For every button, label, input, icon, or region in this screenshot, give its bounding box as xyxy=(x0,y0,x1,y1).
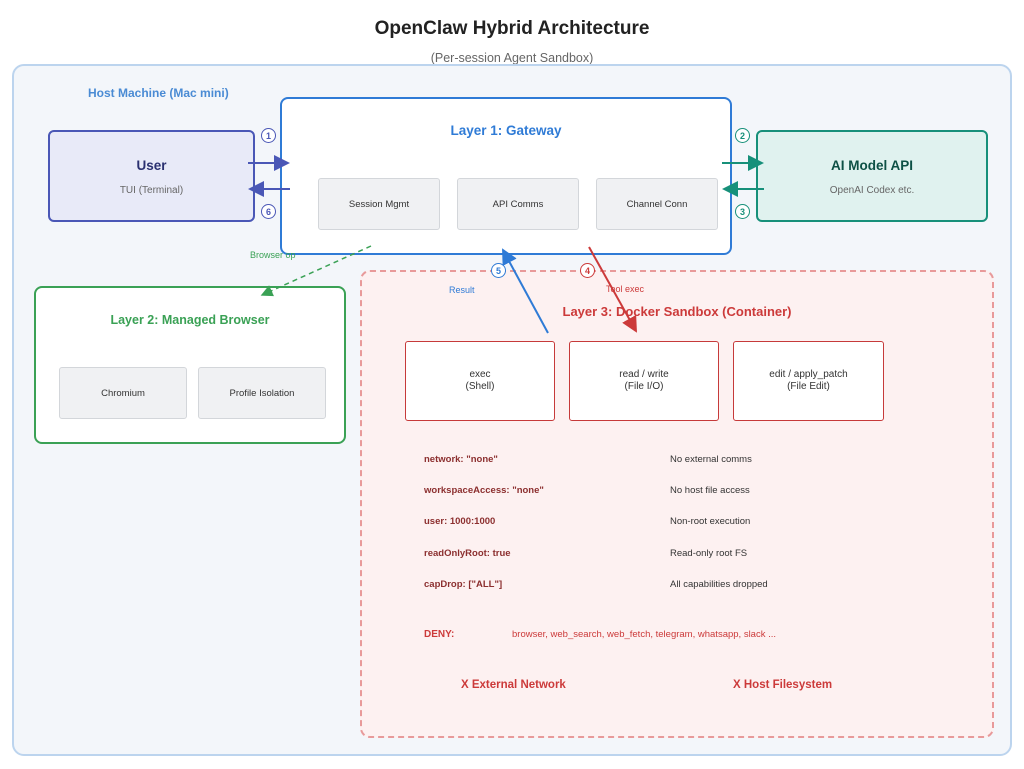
browser-module-profile-isolation: Profile Isolation xyxy=(198,367,326,419)
browser-title: Layer 2: Managed Browser xyxy=(110,313,270,327)
tool-read-write: read / write (File I/O) xyxy=(569,341,719,421)
deny-label: DENY: xyxy=(424,629,455,640)
config-key: readOnlyRoot: true xyxy=(424,548,511,559)
config-key: user: 1000:1000 xyxy=(424,516,496,527)
config-key: capDrop: ["ALL"] xyxy=(424,579,503,590)
gateway-module-channel: Channel Conn xyxy=(596,178,718,230)
config-key: workspaceAccess: "none" xyxy=(424,485,544,496)
edge-label-result: Result xyxy=(449,285,475,295)
config-desc: All capabilities dropped xyxy=(670,579,768,590)
tool-edit-patch: edit / apply_patch (File Edit) xyxy=(733,341,884,421)
user-title: User xyxy=(136,158,167,173)
deny-list: browser, web_search, web_fetch, telegram… xyxy=(512,629,777,640)
browser-module-chromium: Chromium xyxy=(59,367,187,419)
tool-exec: exec (Shell) xyxy=(405,341,555,421)
config-desc: No external comms xyxy=(670,454,752,465)
ai-api-title: AI Model API xyxy=(830,158,913,173)
diagram-subtitle: (Per-session Agent Sandbox) xyxy=(430,51,594,65)
blocked-host-filesystem: X Host Filesystem xyxy=(733,679,833,691)
config-desc: Non-root execution xyxy=(670,516,751,527)
ai-api-box xyxy=(756,130,988,222)
edge-label-browser-op: Browser op xyxy=(250,250,296,260)
step-badge: 3 xyxy=(735,204,750,219)
blocked-external-network: X External Network xyxy=(461,679,566,691)
step-badge: 5 xyxy=(491,263,506,278)
config-desc: No host file access xyxy=(670,485,750,496)
sandbox-title: Layer 3: Docker Sandbox (Container) xyxy=(562,304,792,319)
step-badge: 4 xyxy=(580,263,595,278)
ai-api-subtitle: OpenAI Codex etc. xyxy=(829,185,915,196)
gateway-module-api-comms: API Comms xyxy=(457,178,579,230)
config-desc: Read-only root FS xyxy=(670,548,748,559)
host-machine-label: Host Machine (Mac mini) xyxy=(88,86,229,100)
step-badge: 6 xyxy=(261,204,276,219)
gateway-title: Layer 1: Gateway xyxy=(450,123,562,138)
step-badge: 2 xyxy=(735,128,750,143)
user-box xyxy=(48,130,255,222)
gateway-module-session: Session Mgmt xyxy=(318,178,440,230)
step-badge: 1 xyxy=(261,128,276,143)
config-key: network: "none" xyxy=(424,454,498,465)
user-subtitle: TUI (Terminal) xyxy=(119,185,184,196)
browser-box xyxy=(34,286,346,444)
diagram-title: OpenClaw Hybrid Architecture xyxy=(374,18,650,39)
gateway-box xyxy=(280,97,732,255)
edge-label-tool-exec: Tool exec xyxy=(606,284,645,294)
